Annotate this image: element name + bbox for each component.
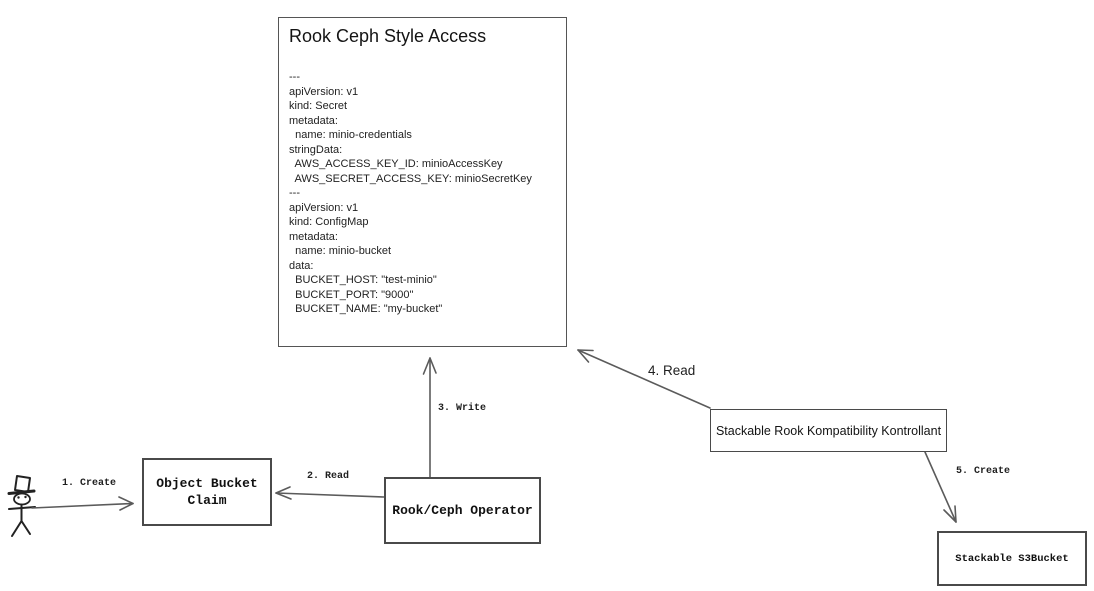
arrow-3-write-label: 3. Write [438,403,487,414]
arrow-1-create [31,496,134,511]
arrow-5-create [924,451,957,523]
arrow-1-create-label: 1. Create [62,478,117,489]
arrow-5-create-label: 5. Create [956,466,1011,477]
stackable-kontrollant-label: Stackable Rook Kompatibility Kontrollant [715,423,942,438]
stick-figure-user-icon [7,475,36,537]
stackable-s3bucket-node: Stackable S3Bucket [937,531,1087,586]
rook-ceph-operator-label: Rook/Ceph Operator [392,503,533,518]
stackable-s3bucket-label: Stackable S3Bucket [955,552,1069,565]
arrow-2-read [275,486,385,500]
arrow-2-read-label: 2. Read [307,471,350,482]
arrow-3-write [422,357,437,478]
arrow-4-read-label: 4. Read [648,363,696,378]
object-bucket-claim-node: Object Bucket Claim [142,458,272,526]
rook-ceph-style-access-title: Rook Ceph Style Access [289,26,487,46]
yaml-manifest-text: --- apiVersion: v1 kind: Secret metadata… [289,71,532,315]
object-bucket-claim-label: Object Bucket Claim [156,476,258,508]
rook-ceph-operator-node: Rook/Ceph Operator [384,477,541,544]
arrow-4-read [577,349,711,409]
rook-ceph-style-access-box: Rook Ceph Style Access --- apiVersion: v… [278,17,567,347]
stackable-kontrollant-node: Stackable Rook Kompatibility Kontrollant [710,409,947,452]
